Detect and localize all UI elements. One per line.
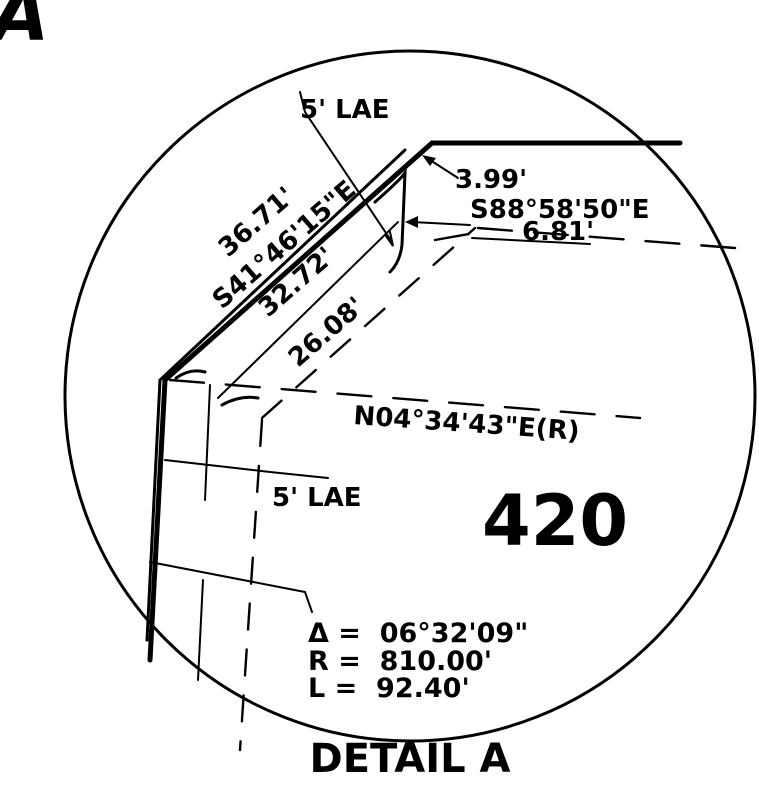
curve-radius-value: = 810.00': [329, 646, 492, 677]
detail-circle: [63, 49, 757, 743]
label-dist-399: 3.99': [455, 165, 527, 195]
curve-delta: Δ = 06°32'09": [308, 618, 528, 649]
label-bearing-s88: S88°58'50"E: [470, 195, 650, 225]
curve-radius: R = 810.00': [308, 646, 492, 677]
lot-number: 420: [482, 480, 628, 562]
inner-boundary-line: [145, 148, 407, 642]
leader-curve-data: [149, 561, 313, 613]
corner-curve-top: [373, 168, 407, 274]
corner-curve-left-2: [220, 395, 260, 407]
detail-title: DETAIL A: [310, 736, 511, 782]
vertical-line-b: [197, 579, 204, 681]
underline-681: [471, 237, 591, 245]
curve-radius-symbol: R: [308, 646, 329, 677]
curve-length: L = 92.40': [308, 673, 470, 704]
offset-line-2608-dash: [260, 226, 477, 420]
leader-lae-bottom: [164, 459, 329, 479]
dashed-line-right-top: [476, 226, 737, 250]
leader-399: [429, 159, 459, 179]
corner-mark: A: [0, 0, 49, 58]
arrow-399: [422, 155, 436, 166]
label-lae-bottom: 5' LAE: [272, 483, 362, 513]
arrow-lae-top: [385, 231, 394, 247]
curve-length-symbol: L: [308, 673, 325, 704]
vertical-line-a: [204, 384, 211, 501]
leader-s88: [411, 221, 471, 226]
leader-lae-top: [299, 91, 393, 243]
label-bearing-n04: N04°34'43"E(R): [353, 401, 581, 447]
dashed-vertical-line: [238, 418, 264, 752]
dashed-line-top-left: [433, 230, 482, 242]
curve-delta-value: = 06°32'09": [329, 618, 528, 649]
label-lae-top: 5' LAE: [300, 95, 390, 125]
corner-curve-left: [174, 369, 207, 380]
curve-length-value: = 92.40': [325, 673, 470, 704]
arrow-s88: [405, 216, 418, 228]
label-dist-2608: 26.08': [283, 291, 371, 373]
label-dist-681: 6.81': [522, 217, 594, 247]
lot-boundary-line: [147, 140, 683, 663]
curve-delta-symbol: Δ: [308, 618, 329, 649]
offset-line-3272: [217, 221, 399, 399]
dashed-radial-line: [168, 378, 642, 420]
